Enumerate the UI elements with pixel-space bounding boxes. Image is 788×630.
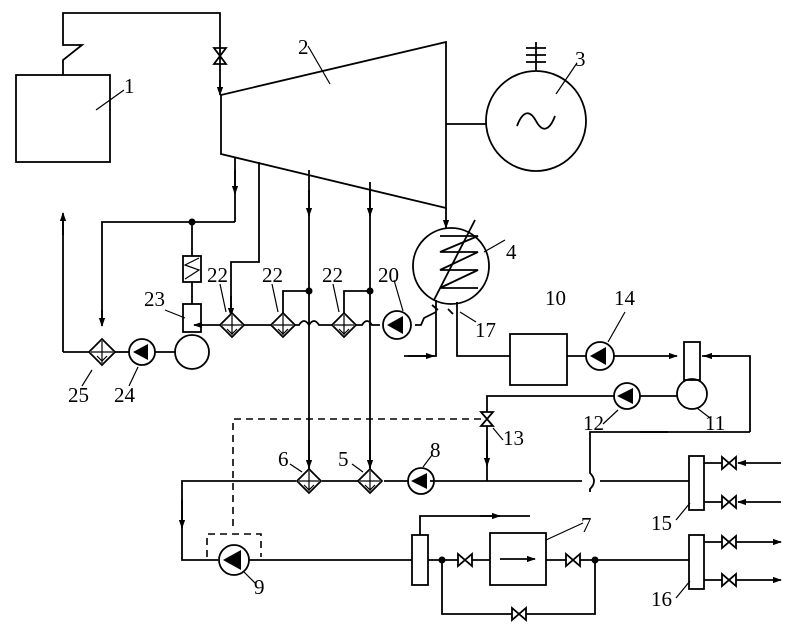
heater-5 <box>356 467 384 495</box>
pump-14 <box>585 341 615 371</box>
boiler <box>15 74 111 163</box>
heater-25 <box>87 337 117 367</box>
label-22-right: 22 <box>322 263 343 287</box>
heater-22-middle <box>269 311 297 339</box>
pressure-relief-element <box>182 255 202 283</box>
heater-6 <box>295 467 323 495</box>
generator <box>485 42 587 172</box>
manifold-16 <box>688 534 705 590</box>
label-22-left: 22 <box>207 263 228 287</box>
label-5: 5 <box>338 447 349 471</box>
label-1: 1 <box>124 74 135 98</box>
valve-right-7 <box>565 552 581 568</box>
label-4: 4 <box>506 240 517 264</box>
label-14: 14 <box>614 286 636 310</box>
label-8: 8 <box>430 438 441 462</box>
label-12: 12 <box>583 411 604 435</box>
label-3: 3 <box>575 47 586 71</box>
deaerator <box>174 303 210 370</box>
label-9: 9 <box>254 575 265 599</box>
pump-9 <box>218 544 250 576</box>
label-23: 23 <box>144 287 165 311</box>
control-line <box>232 418 481 530</box>
valve-16-bottom <box>721 572 737 588</box>
label-20: 20 <box>378 263 399 287</box>
label-10: 10 <box>545 286 566 310</box>
pump-24 <box>128 338 156 366</box>
condensate-line <box>355 320 380 326</box>
label-17: 17 <box>475 318 496 342</box>
label-13: 13 <box>503 426 524 450</box>
pump-20 <box>382 310 412 340</box>
bypass-valve <box>511 606 527 622</box>
filter-7 <box>489 532 547 586</box>
condenser <box>412 219 490 315</box>
valve-16-top <box>721 534 737 550</box>
label-24: 24 <box>114 383 136 407</box>
main-steam-pipe <box>62 12 221 93</box>
valve-13 <box>479 411 495 427</box>
main-steam-valve <box>212 47 228 65</box>
manifold-left <box>411 534 429 586</box>
label-22-middle: 22 <box>262 263 283 287</box>
label-25: 25 <box>68 383 89 407</box>
valve-15-top <box>721 455 737 471</box>
tank-10 <box>509 333 568 386</box>
tower-11 <box>676 341 708 410</box>
label-7: 7 <box>581 513 592 537</box>
pump-8 <box>407 467 435 495</box>
label-16: 16 <box>651 587 672 611</box>
label-6: 6 <box>278 447 289 471</box>
heater-22-right <box>330 311 358 339</box>
label-2: 2 <box>298 35 309 59</box>
steam-turbine <box>220 40 447 210</box>
valve-left-7 <box>457 552 473 568</box>
label-11: 11 <box>705 411 725 435</box>
heater-22-left <box>218 311 246 339</box>
manifold-15 <box>688 455 705 511</box>
valve-15-bottom <box>721 494 737 510</box>
pump-12 <box>613 382 641 410</box>
label-15: 15 <box>651 511 672 535</box>
